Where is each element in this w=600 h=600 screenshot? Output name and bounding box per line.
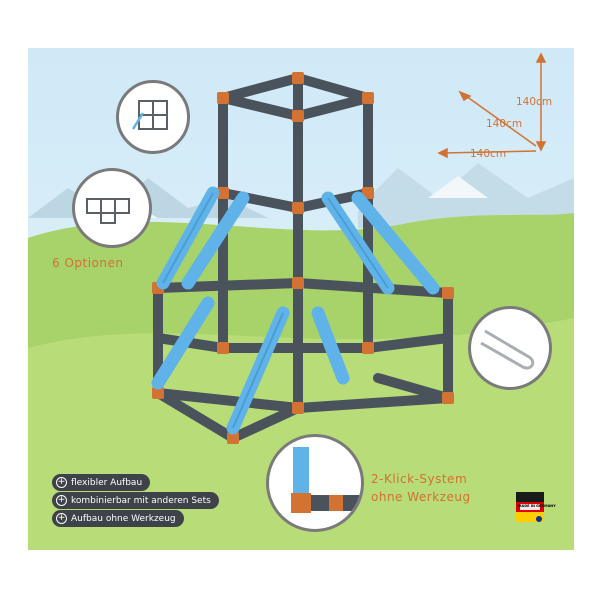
u-clip-icon	[480, 329, 535, 370]
width-dimension-label: 140cm	[470, 148, 507, 160]
feature-item: + flexibler Aufbau	[52, 474, 151, 491]
feature-text: kombinierbar mit anderen Sets	[71, 495, 211, 506]
feature-item: + kombinierbar mit anderen Sets	[52, 492, 219, 509]
product-scene: 140cm 140cm 140cm 6 Optionen	[28, 48, 574, 550]
option-thumbnail-2	[72, 168, 152, 248]
depth-dimension-label: 140cm	[486, 118, 523, 130]
feature-text: Aufbau ohne Werkzeug	[71, 513, 176, 524]
frame-variant-icon	[86, 198, 130, 224]
climbing-frame-illustration	[151, 72, 454, 444]
connector-closeup	[468, 306, 552, 390]
dimension-arrows	[437, 52, 547, 159]
click-system-closeup	[266, 434, 364, 532]
height-dimension-label: 140cm	[516, 96, 553, 108]
german-flag-icon	[516, 492, 544, 522]
click-system-line2: ohne Werkzeug	[371, 490, 471, 504]
plus-circle-icon: +	[56, 495, 67, 506]
option-thumbnail-1	[116, 80, 190, 154]
click-system-line1: 2-Klick-System	[371, 472, 468, 486]
joint-detail-icon	[291, 447, 361, 513]
feature-item: + Aufbau ohne Werkzeug	[52, 510, 184, 527]
feature-text: flexibler Aufbau	[71, 477, 143, 488]
plus-circle-icon: +	[56, 513, 67, 524]
plus-circle-icon: +	[56, 477, 67, 488]
made-in-germany-badge: MADE IN GERMANY	[518, 504, 556, 508]
options-label: 6 Optionen	[52, 256, 124, 270]
frame-variant-icon	[131, 100, 168, 130]
